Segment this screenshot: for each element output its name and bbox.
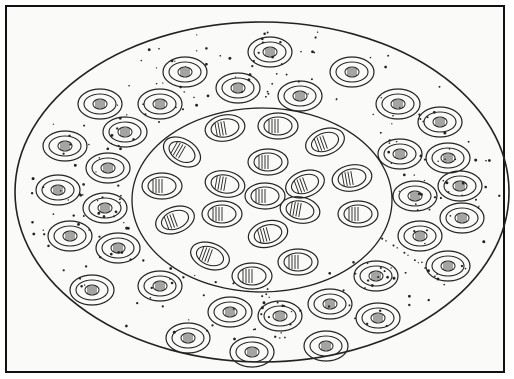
cell — [245, 183, 285, 209]
cell — [426, 143, 470, 173]
cell — [302, 123, 348, 161]
cell — [208, 297, 252, 327]
cell — [440, 203, 484, 233]
cell — [158, 131, 206, 174]
cell — [70, 275, 114, 305]
cell — [304, 331, 348, 361]
cell — [36, 175, 80, 205]
cell — [354, 261, 398, 291]
cell — [308, 289, 352, 319]
cell — [418, 107, 462, 137]
cell — [330, 57, 374, 87]
cell — [278, 249, 318, 275]
cell — [86, 153, 130, 183]
cell — [232, 263, 272, 289]
cell — [83, 193, 127, 223]
cell — [248, 37, 292, 67]
cell — [138, 89, 182, 119]
cell — [163, 57, 207, 87]
cell — [248, 149, 288, 175]
cell — [398, 221, 442, 251]
cell — [230, 337, 274, 367]
inner-zone-cells — [142, 112, 378, 289]
cell — [138, 271, 182, 301]
cell — [43, 131, 87, 161]
cell — [426, 251, 470, 281]
cell — [278, 81, 322, 111]
cell — [202, 201, 242, 227]
cell — [376, 89, 420, 119]
cell — [330, 162, 374, 195]
cell — [203, 168, 247, 201]
cell — [152, 201, 198, 239]
cell — [258, 301, 302, 331]
cell — [258, 113, 298, 139]
cell — [103, 117, 147, 147]
cell — [48, 221, 92, 251]
cell — [166, 323, 210, 353]
cell — [216, 73, 260, 103]
cell — [438, 171, 482, 201]
cell — [245, 216, 290, 251]
cell — [78, 89, 122, 119]
cell — [393, 181, 437, 211]
cell — [96, 233, 140, 263]
cell — [142, 173, 182, 199]
cell — [187, 237, 233, 275]
cell — [356, 303, 400, 333]
cell — [203, 112, 247, 145]
outer-ring-cells — [36, 37, 484, 367]
cell — [378, 139, 422, 169]
cell — [338, 201, 378, 227]
stipple-dots — [31, 32, 501, 341]
